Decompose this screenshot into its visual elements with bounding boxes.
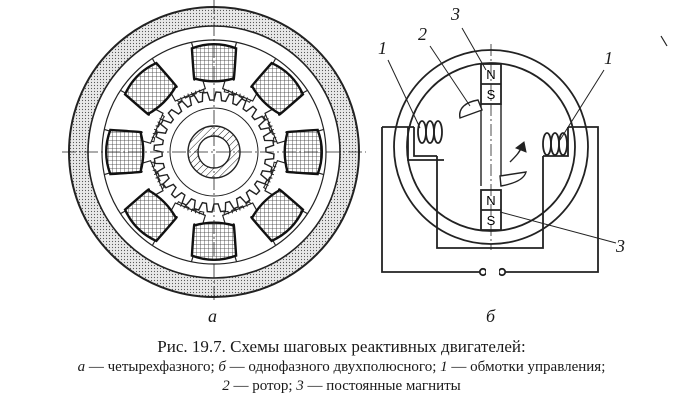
rotor-bar bbox=[480, 104, 502, 186]
callout-1-left: 1 bbox=[378, 38, 387, 58]
stator-pole-teeth bbox=[150, 114, 166, 143]
magnet-top-letter-s: S bbox=[487, 87, 496, 102]
callout-3-top: 3 bbox=[451, 4, 460, 24]
stator-coils bbox=[104, 42, 324, 262]
leader-3-bottom bbox=[499, 211, 617, 244]
terminal-right bbox=[497, 267, 507, 277]
magnetic-core-outer bbox=[381, 126, 599, 273]
rotor-pole-top bbox=[459, 99, 483, 119]
stator-coil bbox=[190, 221, 238, 262]
magnetic-core-inner bbox=[436, 156, 544, 249]
panel-a-label: а bbox=[208, 306, 217, 326]
caption-legend-line-2: 2 — ротор; 3 — постоянные магниты bbox=[0, 377, 683, 396]
rotor-pole-bottom bbox=[499, 171, 527, 187]
caption-segment: 3 bbox=[296, 378, 304, 394]
callout-1-right: 1 bbox=[604, 48, 613, 68]
stator-pole-teeth bbox=[262, 161, 278, 190]
stator-pole-teeth bbox=[150, 161, 165, 190]
stator-coil bbox=[123, 188, 178, 243]
stator-coil bbox=[123, 61, 178, 116]
panel-b-single-phase-motor bbox=[381, 27, 617, 277]
stator-coil bbox=[250, 61, 305, 116]
panel-b-label: б bbox=[486, 306, 496, 326]
stray-mark bbox=[660, 35, 668, 47]
stator-pole-teeth bbox=[176, 200, 205, 216]
panel-a-four-phase-motor bbox=[62, 0, 366, 302]
stator-pole-teeth bbox=[223, 88, 252, 104]
magnet-bottom-letter-s: S bbox=[487, 213, 496, 228]
stator-coil bbox=[283, 128, 324, 176]
control-winding-right bbox=[542, 132, 568, 156]
terminal-left bbox=[478, 267, 488, 277]
leader-1-right bbox=[559, 69, 605, 141]
leader-3-top bbox=[461, 27, 487, 71]
leader-1-left bbox=[387, 59, 421, 129]
caption-segment: — четырехфазного; bbox=[85, 359, 219, 375]
caption-segment: 2 bbox=[222, 378, 230, 394]
stator-pole-teeth bbox=[176, 88, 205, 103]
stepper-motor-figure: N S N S bbox=[62, 0, 668, 302]
rotation-arrow-head bbox=[514, 141, 527, 153]
callout-3-bottom: 3 bbox=[616, 236, 625, 256]
callout-2: 2 bbox=[418, 24, 427, 44]
caption-segment: — ротор; bbox=[229, 378, 297, 394]
control-winding-left bbox=[407, 120, 444, 161]
leader-2 bbox=[429, 45, 471, 107]
stator-pole-teeth bbox=[263, 114, 278, 143]
caption-legend-line-1: а — четырехфазного; б — однофазного двух… bbox=[0, 358, 683, 377]
caption-segment: б bbox=[218, 359, 226, 375]
caption-segment: 1 bbox=[440, 359, 448, 375]
caption-segment: — обмотки управления; bbox=[447, 359, 606, 375]
stator-pole-teeth bbox=[223, 201, 252, 216]
caption-segment: а bbox=[77, 359, 86, 375]
caption-segment: — однофазного двухполюсного; bbox=[225, 359, 441, 375]
stator-coil bbox=[250, 188, 305, 243]
magnet-bottom-letter-n: N bbox=[486, 193, 495, 208]
magnet-top-letter-n: N bbox=[486, 67, 495, 82]
figure-caption: Рис. 19.7. Схемы шаговых реактивных двиг… bbox=[0, 336, 683, 396]
caption-title: Рис. 19.7. Схемы шаговых реактивных двиг… bbox=[157, 337, 526, 356]
caption-segment: — постоянные магниты bbox=[303, 378, 461, 394]
